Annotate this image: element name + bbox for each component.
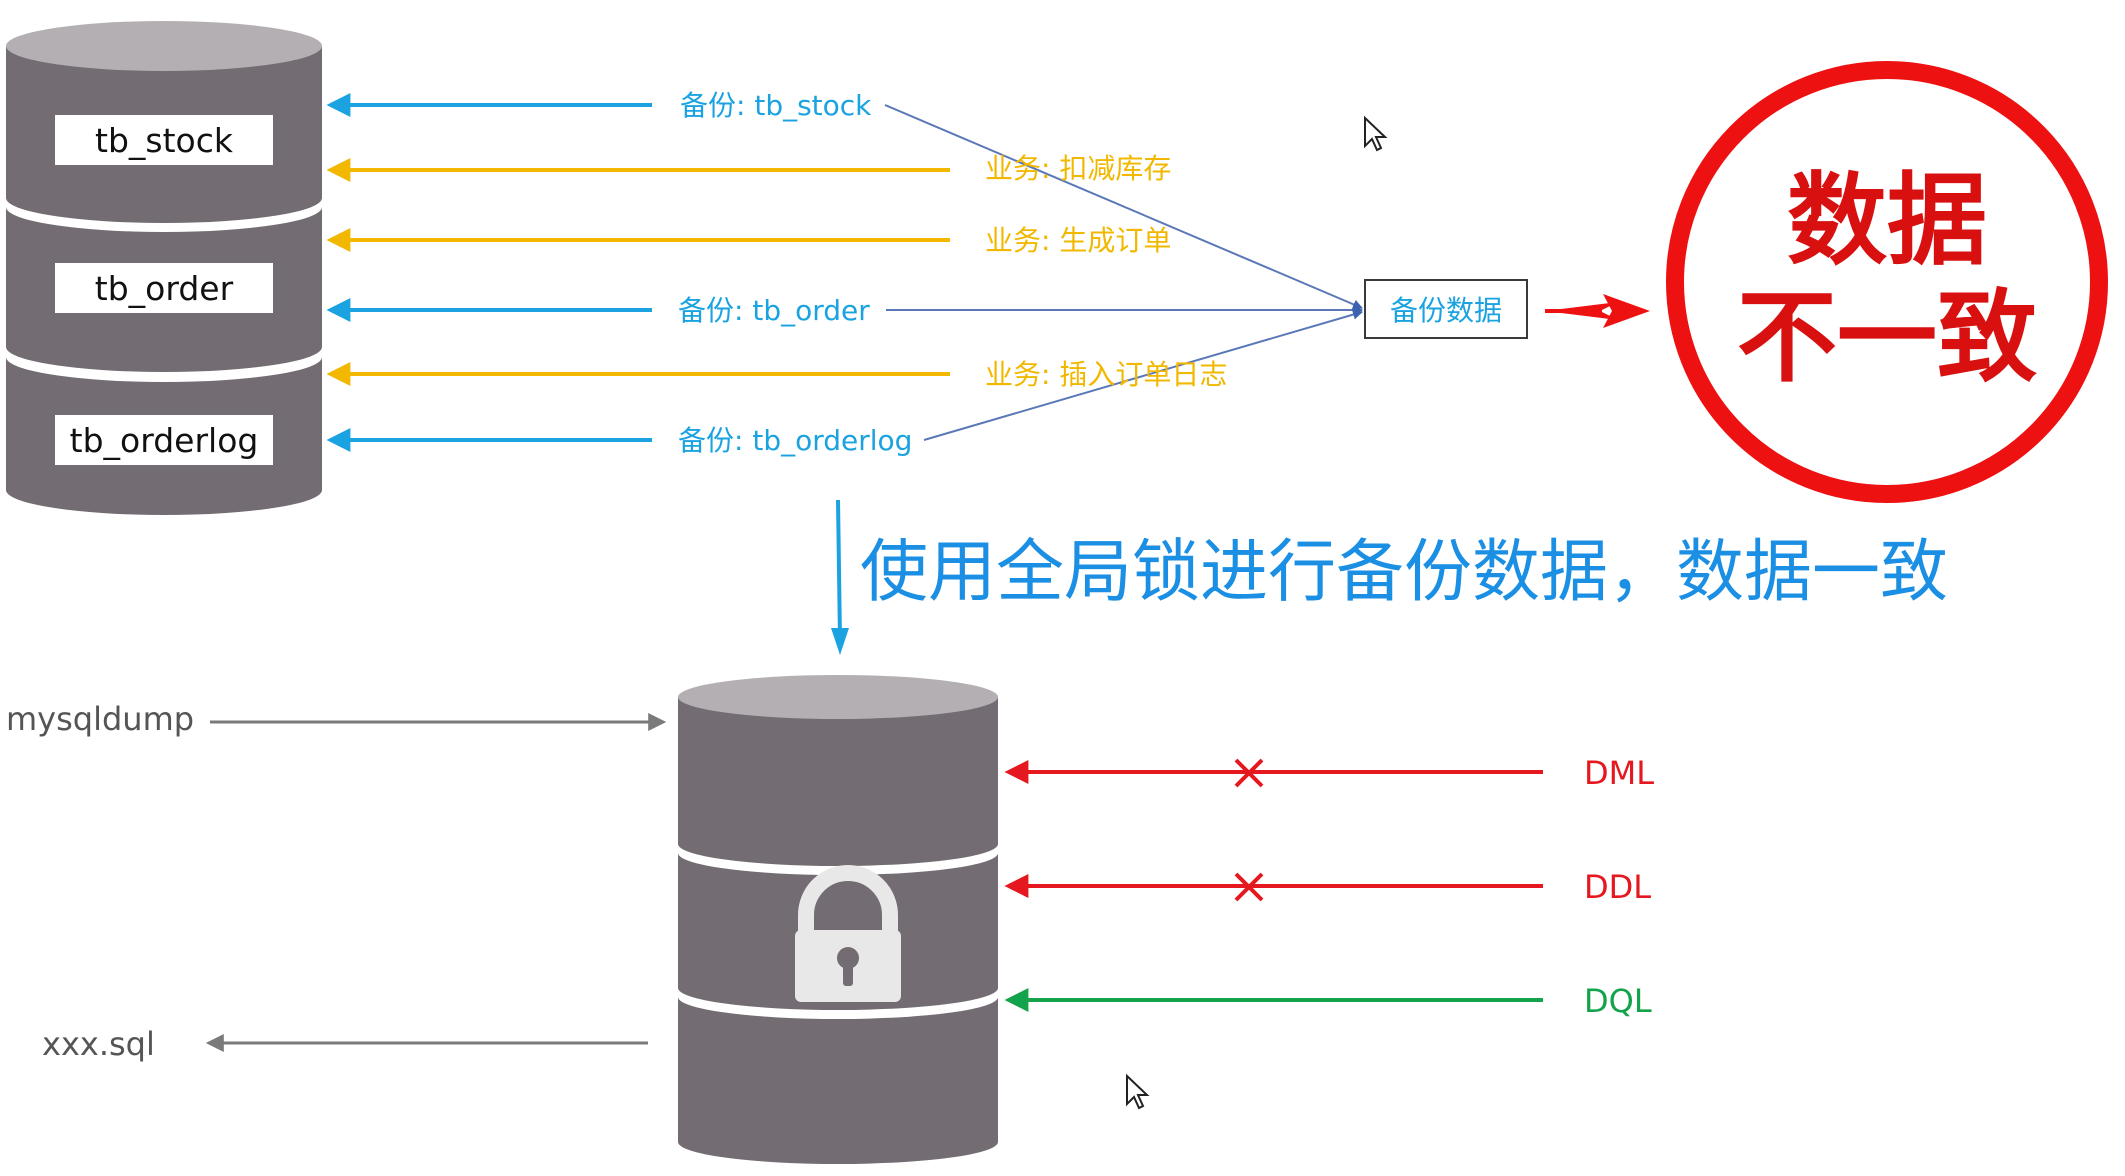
flow-label: 业务: 扣减库存 [985, 152, 1171, 185]
flow-labels: 备份: tb_stock 业务: 扣减库存 业务: 生成订单 备份: tb_or… [678, 89, 1227, 457]
lock-icon [795, 865, 901, 1002]
converge-line [884, 104, 1363, 310]
top-database: tb_stock tb_order tb_orderlog [6, 21, 322, 515]
caption-global-lock: 使用全局锁进行备份数据，数据一致 [860, 533, 1948, 612]
mysqldump-label: mysqldump [6, 700, 194, 738]
flow-label: 备份: tb_order [678, 294, 870, 327]
flow-arrows [326, 93, 950, 452]
db-top-cap [6, 21, 322, 71]
down-arrow-head [831, 628, 849, 655]
locked-operations: DML DDL DQL [1004, 754, 1654, 1020]
dump-io: mysqldump xxx.sql [6, 700, 667, 1063]
backup-box-frame [1364, 279, 1528, 339]
stamp-text-line1: 数据 [1787, 162, 1987, 279]
backup-data-box: 备份数据 [1364, 279, 1528, 339]
table-label-tb-stock: tb_stock [95, 121, 234, 160]
mouse-cursor-icon [1364, 115, 1388, 152]
backup-box-label: 备份数据 [1390, 294, 1502, 327]
table-label-box [55, 115, 273, 165]
ddl-label: DDL [1584, 868, 1651, 906]
flow-label: 备份: tb_orderlog [678, 424, 912, 457]
dql-label: DQL [1584, 982, 1652, 1020]
blocked-x-icon [1234, 758, 1264, 788]
db-segment-1 [678, 697, 998, 866]
converge-line [923, 309, 1363, 441]
converging-lines [884, 104, 1363, 441]
red-arrow-head [1603, 294, 1650, 328]
db-segment-3 [678, 997, 998, 1164]
flow-label: 备份: tb_stock [680, 89, 872, 122]
dml-label: DML [1584, 754, 1654, 792]
db-top-cap [678, 675, 998, 719]
stamp-circle [1666, 61, 2108, 503]
table-label-box [55, 415, 273, 465]
blocked-x-icon [1234, 872, 1264, 902]
table-label-tb-orderlog: tb_orderlog [70, 421, 259, 460]
mouse-cursor-icon [1126, 1073, 1150, 1110]
flow-label: 业务: 生成订单 [985, 224, 1171, 257]
table-label-box [55, 263, 273, 313]
output-file-label: xxx.sql [42, 1025, 155, 1063]
stamp-text-line2: 不一致 [1737, 279, 2037, 396]
table-label-tb-order: tb_order [95, 269, 234, 308]
down-arrow-shaft [836, 499, 842, 641]
inconsistent-stamp: 数据 不一致 [1666, 61, 2108, 503]
locked-database [678, 675, 998, 1164]
flow-label: 业务: 插入订单日志 [985, 358, 1227, 391]
